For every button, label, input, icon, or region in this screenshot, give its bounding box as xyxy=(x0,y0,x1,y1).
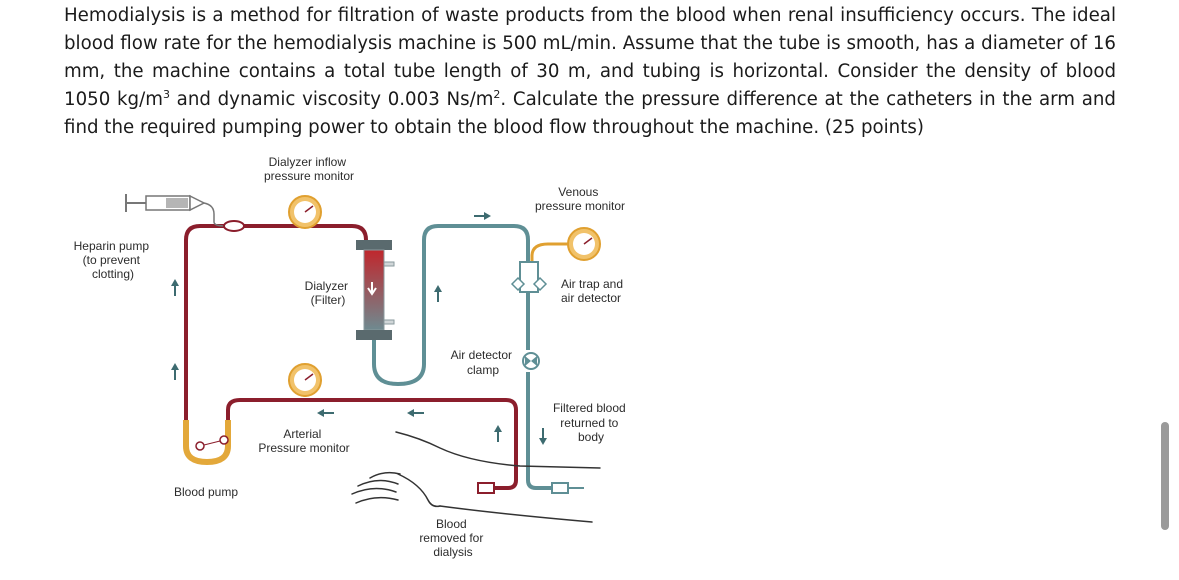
heparin-syringe-icon xyxy=(125,194,227,227)
venous-pressure-gauge-icon xyxy=(567,227,601,261)
flow-arrow-down-icon xyxy=(539,428,547,445)
squared-superscript: 2 xyxy=(493,87,501,101)
flow-arrow-up-icon xyxy=(434,285,442,302)
venous-catheter xyxy=(551,482,569,494)
dialyzer-inflow-gauge-icon xyxy=(288,195,322,229)
blood-pump-tube xyxy=(183,420,231,466)
label-filtered-blood: Filtered blood returned to body xyxy=(553,401,629,444)
label-heparin-pump: Heparin pump (to prevent clotting) xyxy=(74,239,153,281)
venous-gauge-stem xyxy=(530,242,568,270)
flow-arrow-up-icon xyxy=(171,279,179,296)
flow-arrow-left-icon xyxy=(317,409,334,417)
flow-arrow-up-icon xyxy=(494,425,502,442)
blood-pump-rotor-icon xyxy=(195,435,229,451)
venous-tube-return xyxy=(526,292,552,490)
label-air-detector-clamp: Air detector clamp xyxy=(451,348,516,377)
flow-arrow-left-icon xyxy=(407,409,424,417)
flow-arrow-right-icon xyxy=(474,212,491,220)
arterial-tube-upper xyxy=(184,224,368,430)
flow-arrow-up-icon xyxy=(171,363,179,380)
dialyzer-filter-icon xyxy=(356,240,395,340)
label-blood-pump: Blood pump xyxy=(174,485,238,499)
vertical-scrollbar[interactable] xyxy=(1161,422,1169,530)
problem-text-part-2: and dynamic viscosity 0.003 Ns/m xyxy=(169,89,494,110)
problem-text-part-1: Hemodialysis is a method for filtration … xyxy=(64,5,1116,110)
arterial-tube-lower xyxy=(226,398,518,490)
venous-tube-dialyzer-loop xyxy=(372,224,530,387)
label-dialyzer: Dialyzer (Filter) xyxy=(305,279,352,307)
cubic-superscript: 3 xyxy=(162,87,170,101)
label-arterial-monitor: Arterial Pressure monitor xyxy=(258,427,349,455)
problem-statement: Hemodialysis is a method for filtration … xyxy=(64,2,1116,142)
label-air-trap: Air trap and air detector xyxy=(561,277,626,305)
problem-text-part-3: . Calculate the pressure difference at t… xyxy=(64,89,1116,138)
arterial-catheter xyxy=(477,482,495,494)
air-detector-clamp-icon xyxy=(522,352,540,370)
label-dialyzer-inflow: Dialyzer inflow pressure monitor xyxy=(264,155,354,183)
patient-arm-icon xyxy=(351,431,601,523)
arterial-pressure-gauge-icon xyxy=(288,363,322,397)
label-blood-removed: Blood removed for dialysis xyxy=(419,517,486,559)
air-trap-icon xyxy=(510,261,548,293)
heparin-connector xyxy=(223,220,245,232)
label-venous-monitor: Venous pressure monitor xyxy=(535,185,625,213)
